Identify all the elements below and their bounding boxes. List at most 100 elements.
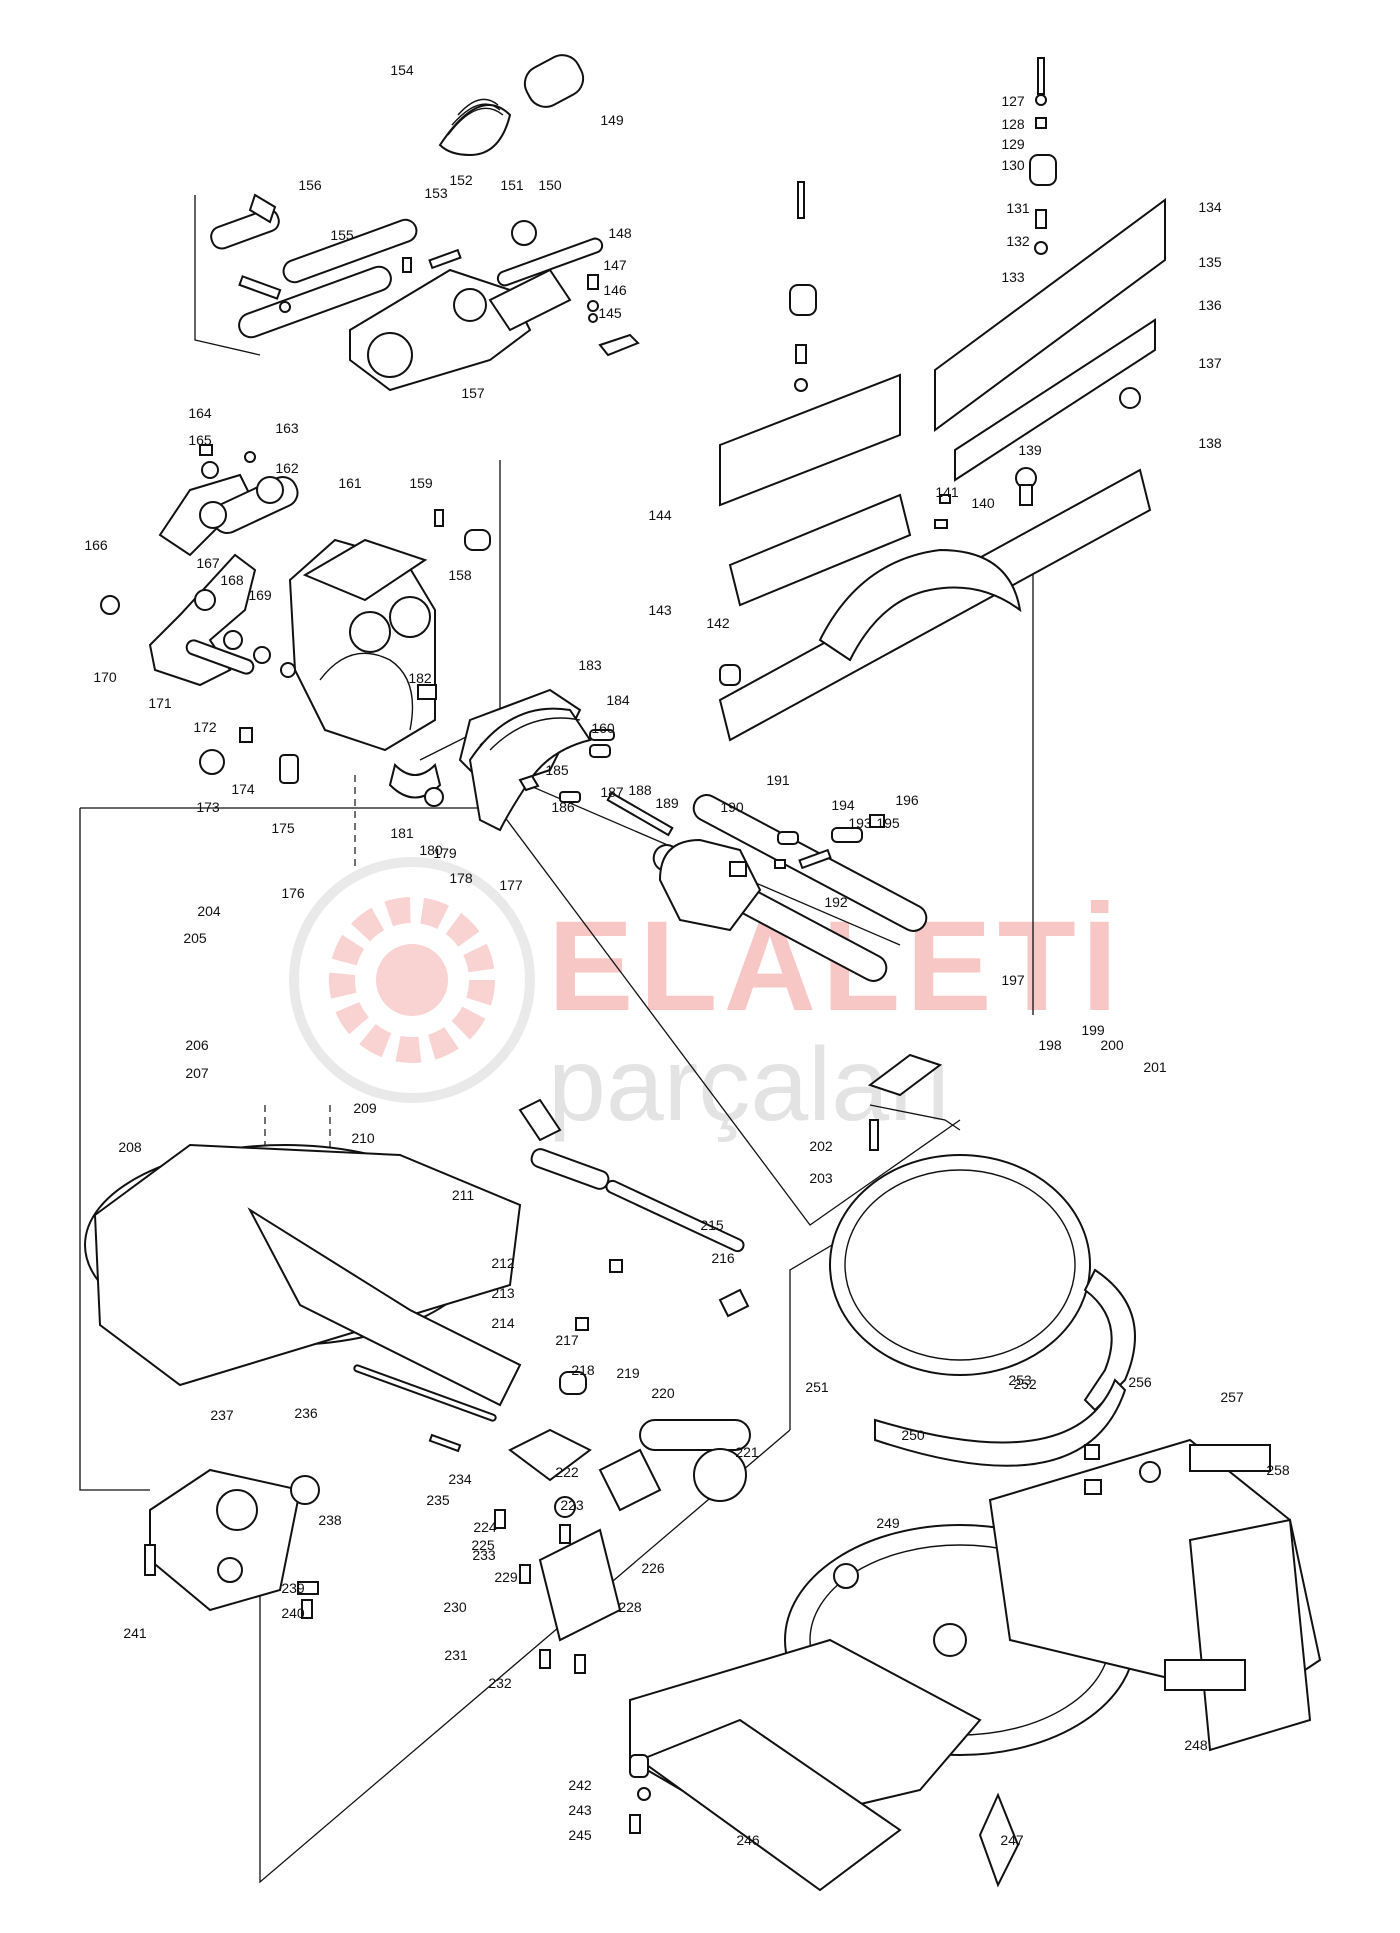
part-label-185: 185	[545, 762, 569, 778]
part-label-165: 165	[188, 432, 212, 448]
part-label-133: 133	[1001, 269, 1025, 285]
part-label-129: 129	[1001, 136, 1025, 152]
part-label-194: 194	[831, 797, 855, 813]
part-label-225: 225	[471, 1537, 495, 1553]
part-label-214: 214	[491, 1315, 515, 1331]
part-label-228: 228	[618, 1599, 642, 1615]
part-label-150: 150	[538, 177, 562, 193]
part-label-197: 197	[1001, 972, 1025, 988]
part-label-210: 210	[351, 1130, 375, 1146]
part-label-192: 192	[824, 894, 848, 910]
part-label-211: 211	[452, 1187, 475, 1203]
part-label-224: 224	[473, 1519, 497, 1535]
part-label-188: 188	[628, 782, 652, 798]
part-label-149: 149	[600, 112, 624, 128]
turntable-group	[629, 1154, 1322, 1892]
part-label-208: 208	[118, 1139, 142, 1155]
part-label-128: 128	[1001, 116, 1025, 132]
part-label-247: 247	[1000, 1832, 1024, 1848]
part-label-164: 164	[188, 405, 212, 421]
part-label-172: 172	[193, 719, 217, 735]
part-label-144: 144	[648, 507, 672, 523]
part-label-203: 203	[809, 1170, 833, 1186]
part-label-222: 222	[555, 1464, 579, 1480]
part-label-163: 163	[275, 420, 299, 436]
part-label-221: 221	[735, 1444, 759, 1460]
part-label-141: 141	[935, 484, 959, 500]
part-label-190: 190	[720, 799, 744, 815]
part-label-132: 132	[1006, 233, 1030, 249]
part-label-202: 202	[809, 1138, 833, 1154]
part-label-181: 181	[390, 825, 414, 841]
part-label-136: 136	[1198, 297, 1222, 313]
part-label-241: 241	[123, 1625, 147, 1641]
part-label-159: 159	[409, 475, 433, 491]
part-label-240: 240	[281, 1605, 305, 1621]
part-label-242: 242	[568, 1777, 592, 1793]
part-label-234: 234	[448, 1471, 472, 1487]
part-label-256: 256	[1128, 1374, 1152, 1390]
part-label-178: 178	[449, 870, 473, 886]
part-label-167: 167	[196, 555, 220, 571]
part-label-160: 160	[591, 720, 615, 736]
part-label-248: 248	[1184, 1737, 1208, 1753]
part-label-173: 173	[196, 799, 220, 815]
part-label-196: 196	[895, 792, 919, 808]
part-label-243: 243	[568, 1802, 592, 1818]
watermark-line1: ELALETİ	[548, 895, 1123, 1038]
fence-group	[718, 57, 1166, 742]
part-label-226: 226	[641, 1560, 665, 1576]
part-label-236: 236	[294, 1405, 318, 1421]
part-label-166: 166	[84, 537, 108, 553]
part-label-171: 171	[148, 695, 172, 711]
part-label-215: 215	[700, 1217, 724, 1233]
part-label-157: 157	[461, 385, 485, 401]
part-label-205: 205	[183, 930, 207, 946]
part-label-139: 139	[1018, 442, 1042, 458]
part-label-131: 131	[1006, 200, 1030, 216]
part-label-179: 179	[433, 845, 457, 861]
blade-guard-group	[468, 707, 615, 832]
part-label-191: 191	[766, 772, 790, 788]
watermark: ELALETİ parçaları	[289, 857, 1123, 1143]
part-label-143: 143	[648, 602, 672, 618]
part-label-135: 135	[1198, 254, 1222, 270]
part-label-183: 183	[578, 657, 602, 673]
part-label-168: 168	[220, 572, 244, 588]
part-label-232: 232	[488, 1675, 512, 1691]
part-label-199: 199	[1081, 1022, 1105, 1038]
part-label-223: 223	[560, 1497, 584, 1513]
part-label-207: 207	[185, 1065, 209, 1081]
part-label-209: 209	[353, 1100, 377, 1116]
part-label-182: 182	[408, 670, 432, 686]
part-label-258: 258	[1266, 1462, 1290, 1478]
part-label-250: 250	[901, 1427, 925, 1443]
part-label-251: 251	[805, 1379, 829, 1395]
part-label-186: 186	[551, 799, 575, 815]
part-label-162: 162	[275, 460, 299, 476]
part-label-174: 174	[231, 781, 255, 797]
part-label-169: 169	[248, 587, 272, 603]
part-label-170: 170	[93, 669, 117, 685]
part-label-137: 137	[1198, 355, 1222, 371]
slide-holder-group	[210, 54, 640, 392]
part-label-253: 253	[1008, 1372, 1032, 1388]
part-label-177: 177	[499, 877, 523, 893]
part-label-246: 246	[736, 1832, 760, 1848]
part-label-189: 189	[655, 795, 679, 811]
part-label-229: 229	[494, 1569, 518, 1585]
part-label-198: 198	[1038, 1037, 1062, 1053]
part-label-204: 204	[197, 903, 221, 919]
part-label-231: 231	[444, 1647, 468, 1663]
part-label-217: 217	[555, 1332, 579, 1348]
part-label-140: 140	[971, 495, 995, 511]
part-label-130: 130	[1001, 157, 1025, 173]
part-label-134: 134	[1198, 199, 1222, 215]
part-number-labels: 1271281291301311321331341351361371381391…	[84, 62, 1290, 1848]
part-label-175: 175	[271, 820, 295, 836]
part-label-218: 218	[571, 1362, 595, 1378]
part-label-127: 127	[1001, 93, 1025, 109]
part-label-180: 180	[419, 842, 443, 858]
gear-wrench-logo-icon	[289, 857, 535, 1103]
